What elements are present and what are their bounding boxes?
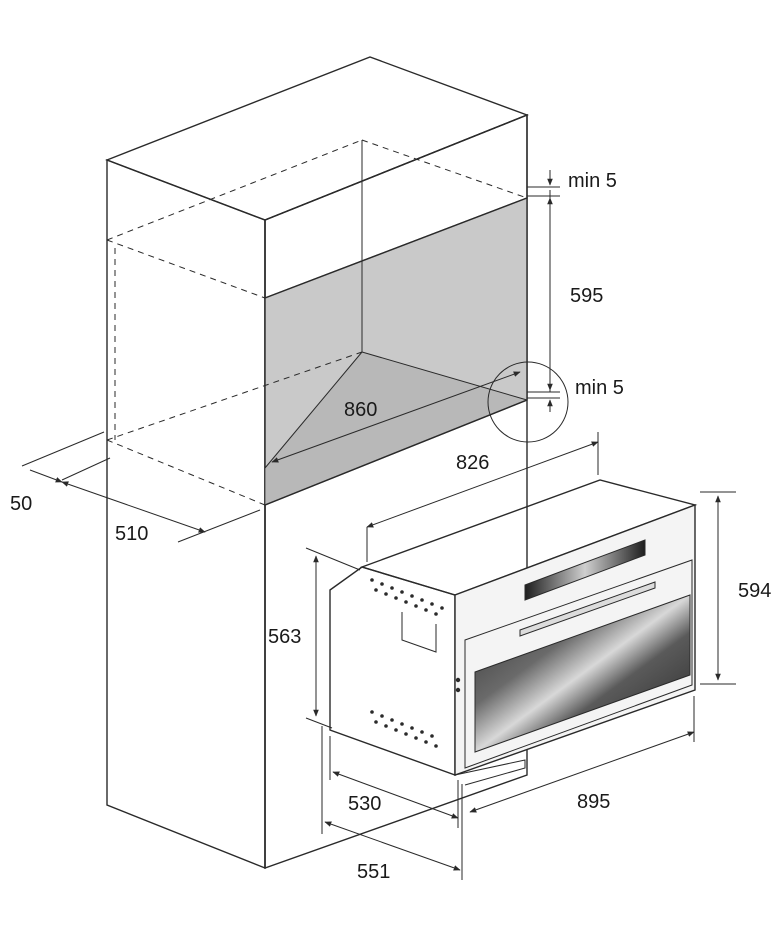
label-body-height: 563 [268,626,301,648]
vent-holes-lower [370,710,438,748]
dimension-labels: min 5 595 min 5 860 826 50 510 594 563 5… [10,170,771,883]
label-appliance-height: 594 [738,580,771,602]
label-total-depth: 551 [357,861,390,883]
label-body-depth: 530 [348,793,381,815]
label-front-offset: 50 [10,493,32,515]
label-cabinet-depth: 510 [115,523,148,545]
door-handle [519,581,656,637]
label-min-bottom: min 5 [575,377,624,399]
label-niche-width: 860 [344,399,377,421]
door-glass [474,594,691,753]
label-niche-height: 595 [570,285,603,307]
label-min-top: min 5 [568,170,617,192]
label-appliance-depth-top: 826 [456,452,489,474]
dimension-lines [21,170,736,880]
oven-appliance [329,479,698,786]
label-appliance-width: 895 [577,791,610,813]
control-strip [524,539,646,601]
vent-holes-upper [370,578,444,616]
